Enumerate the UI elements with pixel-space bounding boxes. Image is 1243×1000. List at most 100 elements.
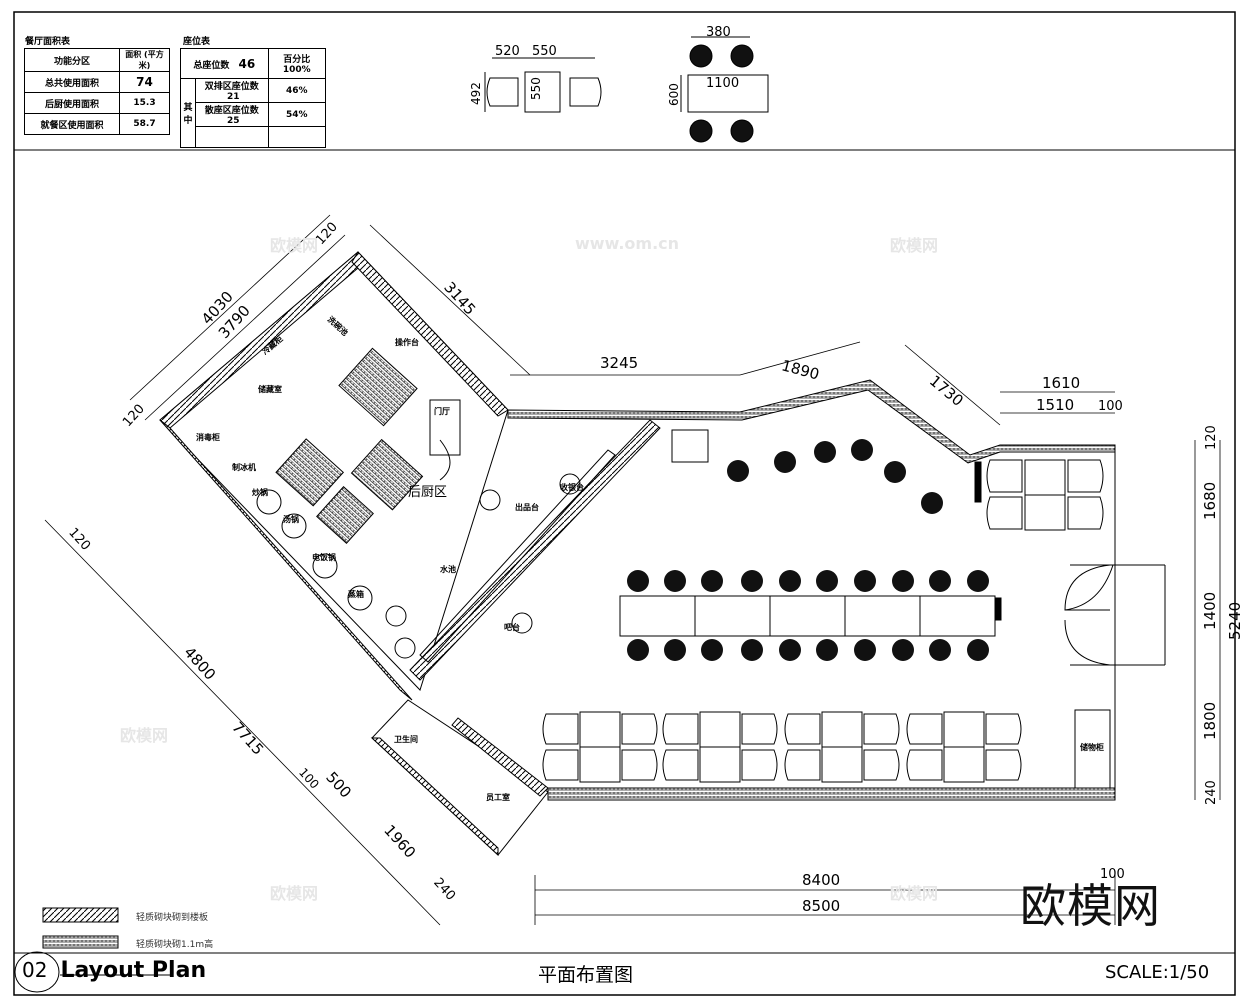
watermark-url: www.om.cn bbox=[575, 234, 680, 253]
dim-1890: 1890 bbox=[780, 356, 822, 383]
dim-120b: 120 bbox=[120, 402, 148, 430]
dim-3245: 3245 bbox=[600, 354, 638, 372]
legend-label-2: 轻质砌块砌1.1m高 bbox=[136, 940, 214, 950]
dimension-lines bbox=[44, 214, 1221, 926]
watermark-text: 欧模网 bbox=[270, 884, 319, 903]
dim-120c: 120 bbox=[1204, 425, 1219, 450]
dim-3145: 3145 bbox=[440, 278, 479, 318]
plan-title-en: Layout Plan bbox=[60, 958, 207, 983]
legend-swatch-hatch bbox=[42, 907, 119, 923]
room-kitchen: 后厨区 bbox=[408, 485, 447, 500]
area-header-zone: 功能分区 bbox=[24, 48, 120, 72]
corner-booth bbox=[671, 429, 1104, 531]
room-label-15: 门厅 bbox=[434, 406, 450, 416]
dim-4800: 4800 bbox=[180, 643, 219, 683]
detail-two-seat-table bbox=[484, 57, 602, 113]
dim-100a: 100 bbox=[1098, 399, 1123, 414]
seat-row-pct: 54% bbox=[267, 102, 327, 127]
watermark-text: 欧模网 bbox=[120, 726, 169, 745]
kitchen-equipment bbox=[256, 347, 581, 659]
dim-5240: 5240 bbox=[1226, 602, 1243, 640]
dim-1510: 1510 bbox=[1036, 396, 1074, 414]
dim-7715: 7715 bbox=[228, 718, 267, 758]
entrance-doors bbox=[1064, 564, 1166, 666]
room-label-7: 炒锅 bbox=[252, 487, 268, 497]
dim-1800: 1800 bbox=[1201, 702, 1219, 740]
dim-1680: 1680 bbox=[1201, 482, 1219, 520]
drawing-code: 02 bbox=[22, 958, 48, 982]
legend-label-1: 轻质砌块砌到楼板 bbox=[136, 913, 209, 923]
area-table: 功能分区 面积 (平方米) 总共使用面积 74 后厨使用面积 15.3 就餐区使… bbox=[24, 48, 170, 135]
stools bbox=[627, 439, 989, 661]
dim-240b: 240 bbox=[430, 875, 458, 903]
seat-row-pct: 46% bbox=[267, 78, 327, 103]
dim-1960: 1960 bbox=[380, 821, 419, 861]
seat-total-label-text: 总座位数 bbox=[193, 60, 230, 71]
dim-1610: 1610 bbox=[1042, 374, 1080, 392]
area-row-value: 15.3 bbox=[119, 92, 170, 114]
plan-title: 02 Layout Plan bbox=[22, 958, 206, 983]
legend-swatch-brick bbox=[42, 935, 119, 949]
detail-dim-550: 550 bbox=[532, 44, 557, 59]
area-row-value: 74 bbox=[119, 71, 170, 93]
room-label-6: 制冰机 bbox=[232, 462, 256, 472]
dim-8500: 8500 bbox=[802, 897, 840, 915]
watermark-text: 欧模网 bbox=[270, 236, 319, 255]
dim-1400: 1400 bbox=[1201, 592, 1219, 630]
room-label-14: 员工室 bbox=[486, 792, 510, 802]
seat-row-label: 散座区座位数 25 bbox=[195, 102, 269, 127]
detail-dim-380: 380 bbox=[706, 25, 731, 40]
brand-watermark: 欧模网 bbox=[1020, 879, 1161, 933]
dim-100b: 100 bbox=[296, 765, 322, 791]
plan-title-cn: 平面布置图 bbox=[538, 964, 634, 986]
walls bbox=[159, 251, 1116, 857]
area-row-value: 58.7 bbox=[119, 113, 170, 135]
dim-8400: 8400 bbox=[802, 871, 840, 889]
dim-240a: 240 bbox=[1204, 780, 1219, 805]
room-label-9: 电饭锅 bbox=[312, 552, 336, 562]
seat-side-label-1: 其 bbox=[183, 103, 193, 113]
detail-dim-1100: 1100 bbox=[706, 76, 739, 91]
footer-code-circle bbox=[14, 951, 60, 993]
dim-1730: 1730 bbox=[926, 372, 967, 410]
detail-dim-492: 492 bbox=[469, 82, 483, 105]
room-label-5: 消毒柜 bbox=[196, 432, 220, 442]
area-row-zone: 后厨使用面积 bbox=[24, 92, 120, 114]
area-header-area: 面积 (平方米) bbox=[119, 48, 170, 72]
room-label-13: 卫生间 bbox=[394, 734, 418, 744]
room-label-18: 储物柜 bbox=[1079, 742, 1104, 752]
seat-row-count: 25 bbox=[227, 116, 240, 126]
dim-120d: 120 bbox=[65, 525, 93, 553]
area-row-zone: 就餐区使用面积 bbox=[24, 113, 120, 135]
room-label-12: 收银台 bbox=[560, 482, 584, 492]
seat-row-label-text: 双排区座位数 bbox=[204, 82, 259, 92]
watermark-text: 欧模网 bbox=[890, 236, 939, 255]
seat-row-count: 21 bbox=[227, 92, 240, 102]
detail-dim-520: 520 bbox=[495, 44, 520, 59]
detail-dim-600: 600 bbox=[667, 83, 681, 106]
watermark-text: 欧模网 bbox=[890, 884, 939, 903]
long-table bbox=[619, 595, 1002, 637]
seat-row-label-text: 散座区座位数 bbox=[204, 106, 259, 116]
dim-500: 500 bbox=[322, 768, 355, 801]
seat-total-label: 总座位数 46 bbox=[180, 48, 269, 79]
room-label-10: 蒸箱 bbox=[348, 589, 364, 599]
detail-four-stool-table bbox=[680, 36, 769, 143]
room-label-11: 出品台 bbox=[515, 502, 539, 512]
seat-row-label: 双排区座位数 21 bbox=[195, 78, 269, 103]
room-label-17: 水池 bbox=[439, 564, 456, 574]
room-label-4: 储藏室 bbox=[257, 384, 282, 394]
seat-table-title: 座位表 bbox=[183, 37, 211, 47]
room-label-1: 洗碗池 bbox=[326, 314, 351, 337]
seat-side-label: 其 中 bbox=[180, 78, 196, 148]
booth-tables bbox=[542, 709, 1111, 789]
seat-total-value: 46 bbox=[238, 56, 256, 71]
seat-table: 总座位数 46 百分比100% 其 中 双排区座位数 21 46% 散座区座位数… bbox=[180, 48, 327, 148]
seat-side-label-2: 中 bbox=[183, 116, 193, 126]
room-label-2: 操作台 bbox=[395, 337, 419, 347]
scale-label: SCALE:1/50 bbox=[1105, 962, 1210, 983]
detail-dim-550b: 550 bbox=[529, 77, 543, 100]
area-table-title: 餐厅面积表 bbox=[25, 37, 71, 47]
area-row-zone: 总共使用面积 bbox=[24, 71, 120, 93]
